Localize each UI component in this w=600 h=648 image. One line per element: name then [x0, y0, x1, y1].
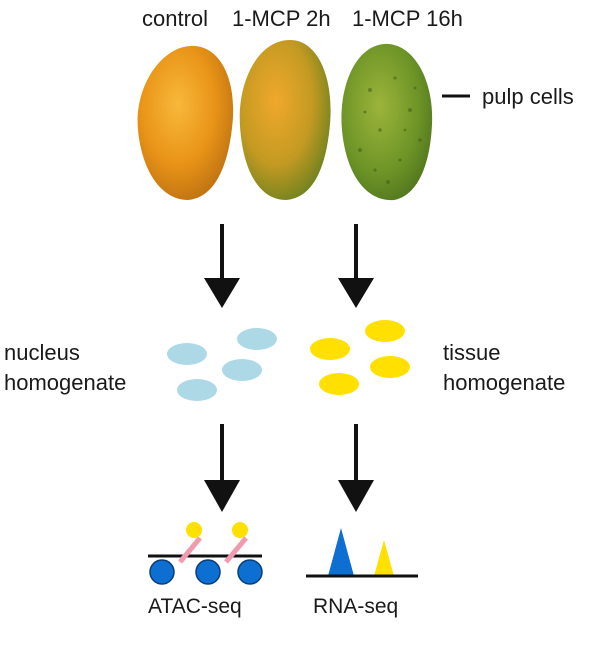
label-atac-seq: ATAC-seq	[148, 595, 242, 618]
papaya-1mcp-2h	[239, 40, 331, 200]
tissue-oval	[310, 338, 350, 360]
label-nucleus: nucleus	[4, 340, 80, 365]
label-1mcp-2h: 1-MCP 2h	[232, 6, 331, 31]
transposase-linker	[178, 536, 202, 564]
label-tissue: tissue	[443, 340, 501, 365]
nucleus-oval	[177, 379, 217, 401]
transposase-linker	[224, 536, 248, 564]
transposase	[186, 522, 202, 538]
label-nucleus-homogenate: homogenate	[4, 370, 127, 395]
tissue-oval	[365, 320, 405, 342]
nucleus-oval	[237, 328, 277, 350]
peak-yellow	[374, 540, 394, 576]
nucleus-oval	[167, 343, 207, 365]
label-tissue-homogenate: homogenate	[443, 370, 566, 395]
peak-blue	[328, 528, 354, 576]
arrow-left-top	[204, 224, 240, 308]
arrow-right-bottom	[338, 424, 374, 512]
nucleus-oval	[222, 359, 262, 381]
label-control: control	[142, 6, 209, 31]
nucleosome	[149, 559, 175, 585]
tissue-oval	[370, 356, 410, 378]
label-rna-seq: RNA-seq	[313, 595, 399, 618]
nucleosome	[195, 559, 221, 585]
atac-seq-icon	[148, 522, 263, 585]
arrow-left-bottom	[204, 424, 240, 512]
arrow-right-top	[338, 224, 374, 308]
label-1mcp-16h: 1-MCP 16h	[352, 6, 463, 31]
rna-seq-icon	[306, 528, 418, 578]
papaya-16h-speckles	[358, 76, 422, 184]
papaya-1mcp-16h	[341, 43, 433, 201]
label-pulp-cells: pulp cells	[482, 84, 574, 109]
tissue-oval	[319, 373, 359, 395]
nucleosome	[237, 559, 263, 585]
transposase	[232, 522, 248, 538]
papaya-control	[137, 45, 234, 201]
